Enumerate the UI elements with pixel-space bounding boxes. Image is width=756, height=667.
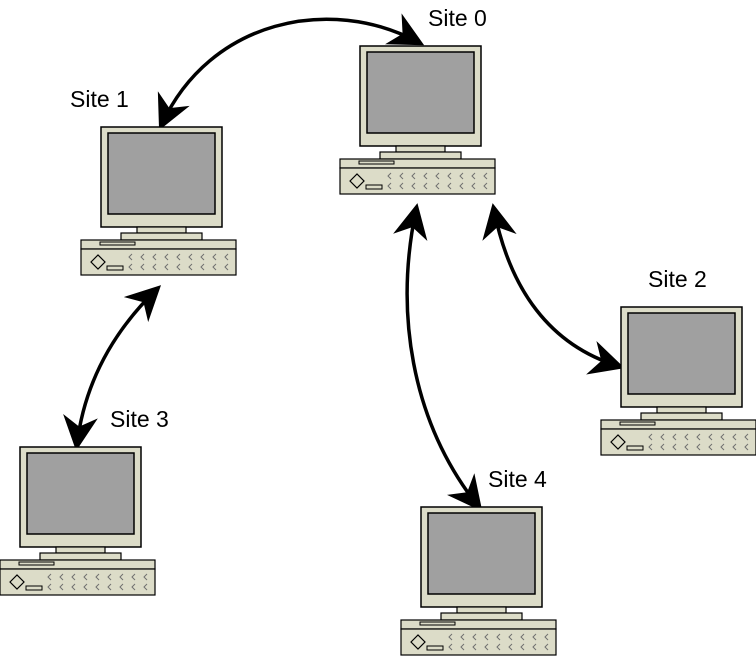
link-site0-site2 [482, 203, 625, 375]
computer-site-4-icon [400, 506, 557, 656]
site-1-label: Site 1 [70, 86, 129, 112]
computer-site-1-icon [80, 126, 237, 276]
site-0-label: Site 0 [428, 5, 487, 31]
site-4-label: Site 4 [488, 466, 547, 492]
links-group [63, 13, 625, 512]
link-site1-site3 [63, 285, 162, 451]
link-site0-site1 [157, 13, 425, 131]
site-3-label: Site 3 [110, 406, 169, 432]
computer-site-3-icon [0, 446, 156, 596]
computer-site-2-icon [600, 306, 756, 456]
site-2-label: Site 2 [648, 266, 707, 292]
link-site0-site4 [393, 203, 483, 512]
computer-site-0-icon [339, 45, 496, 195]
